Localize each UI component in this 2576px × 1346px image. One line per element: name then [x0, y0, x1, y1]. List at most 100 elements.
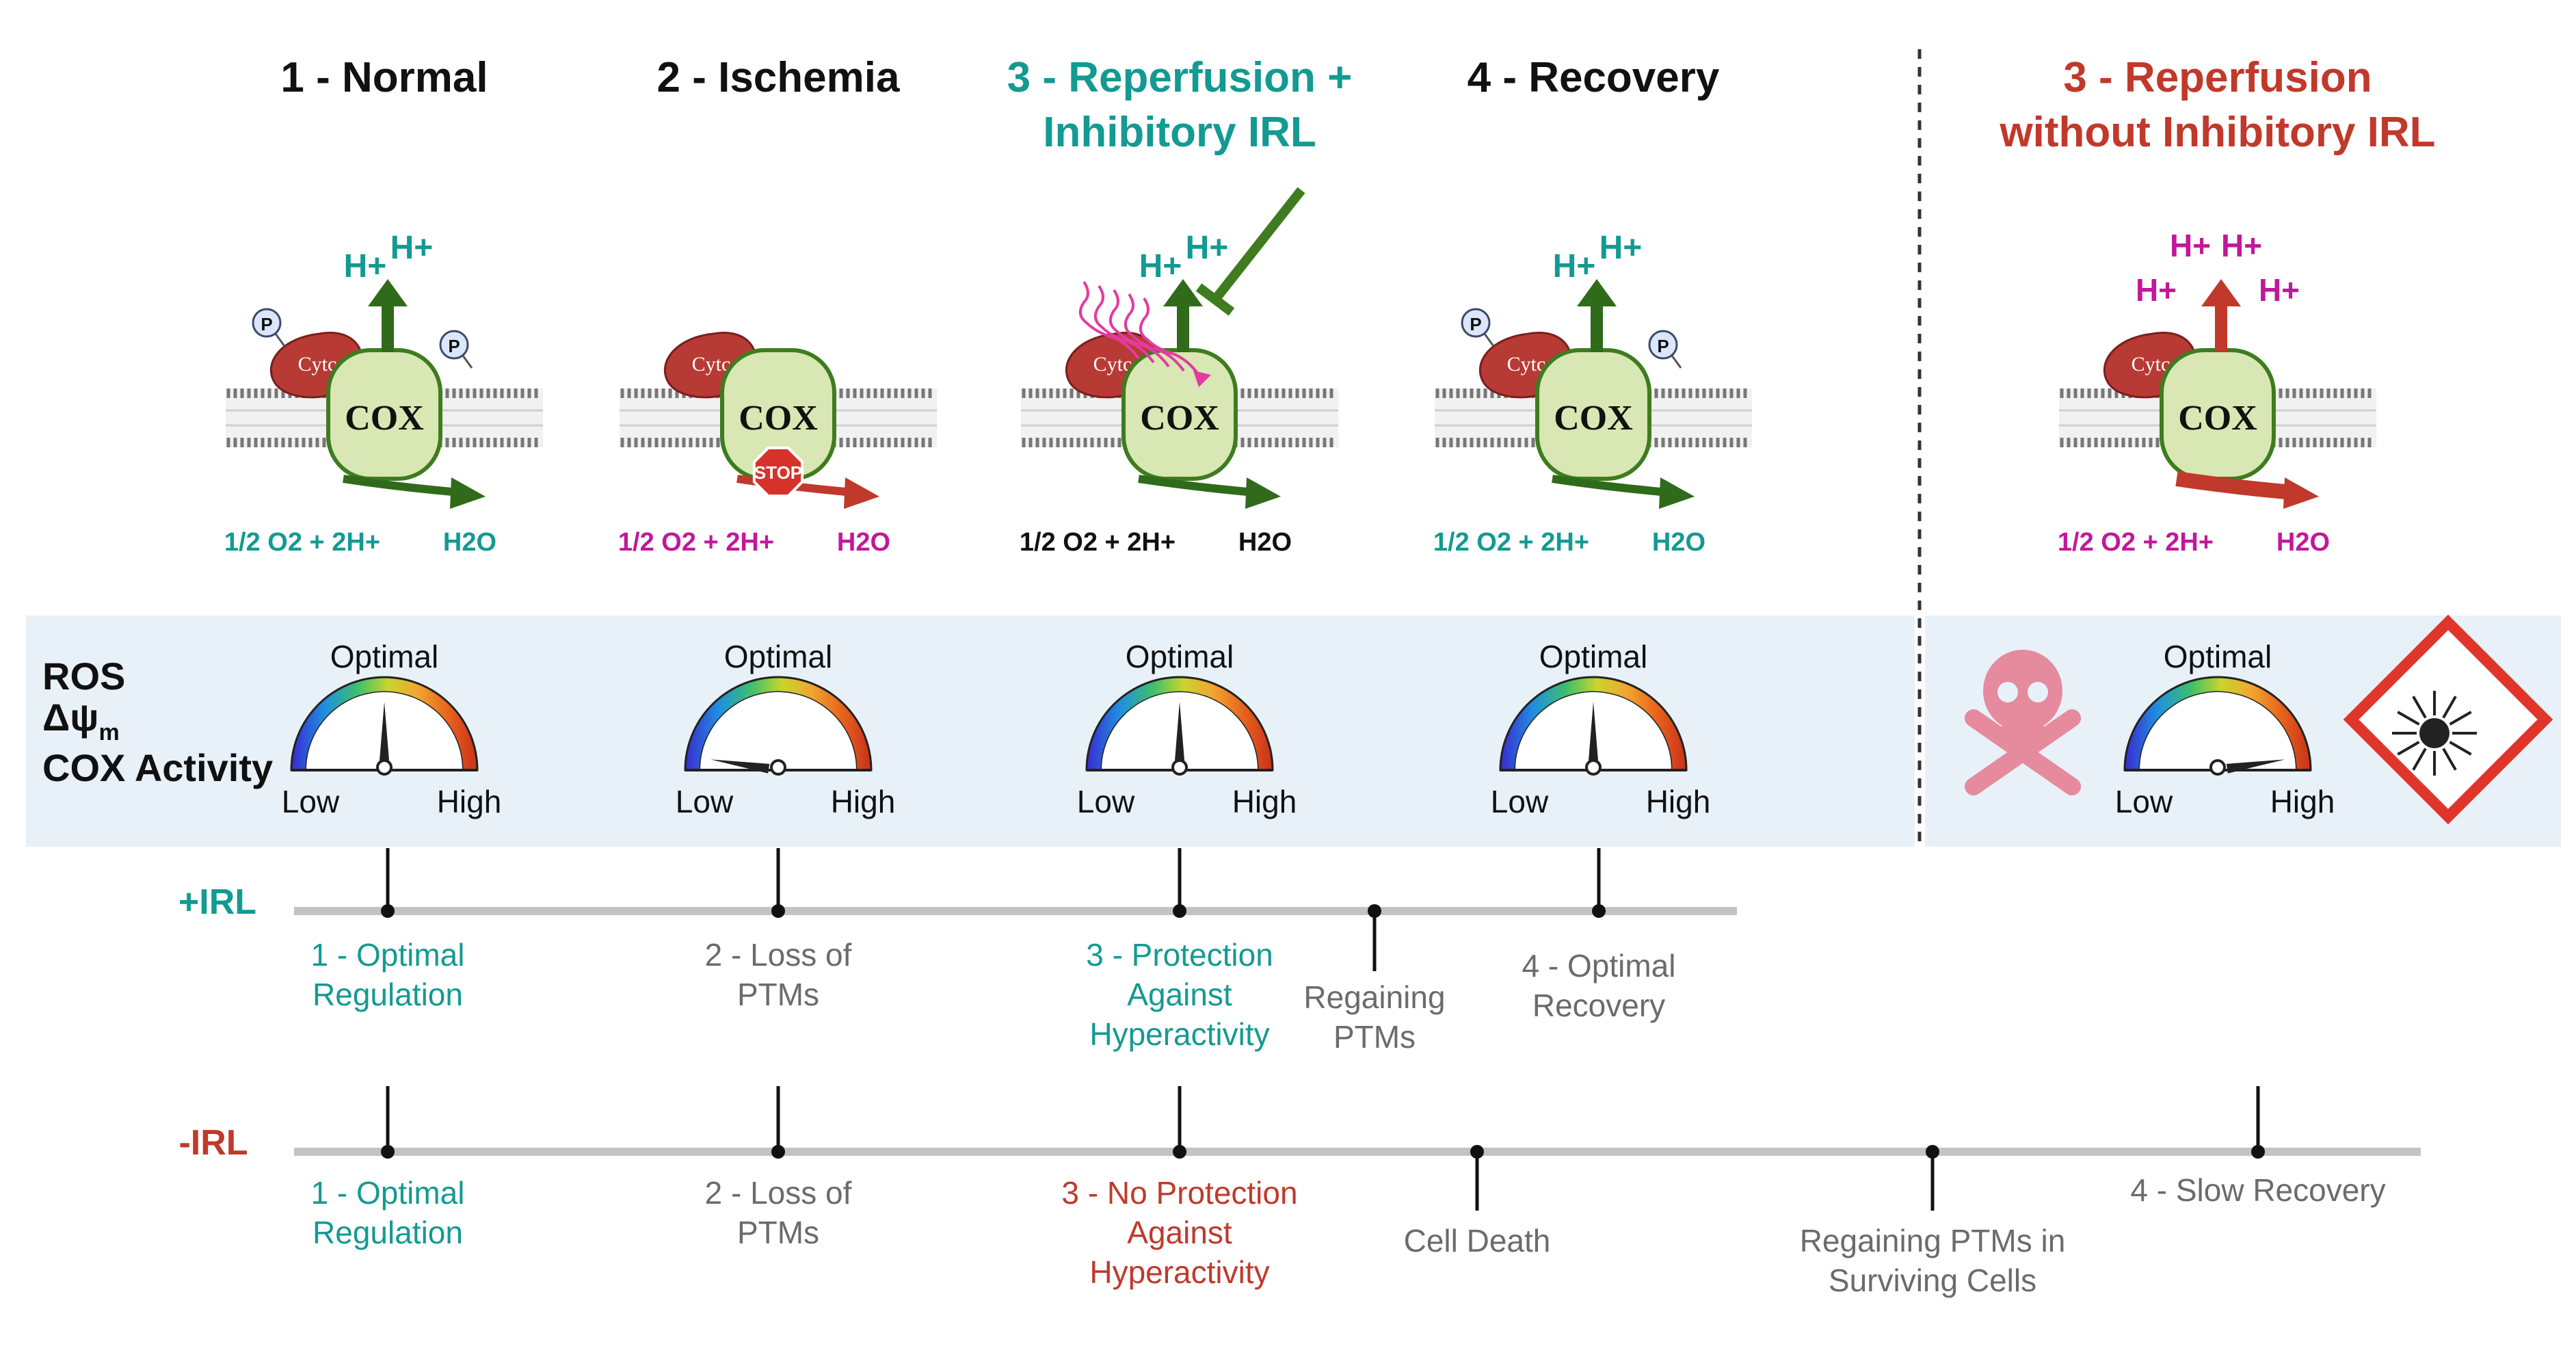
cox-complex: COX [1535, 348, 1651, 481]
panel-title: 3 - Reperfusion + [1007, 54, 1353, 101]
gauge-label-low: Low [1077, 784, 1135, 819]
event-label: 4 - Slow Recovery [2130, 1172, 2385, 1208]
skull [1983, 650, 2062, 732]
cox-complex: COX [326, 348, 442, 481]
event-dot [771, 904, 785, 918]
electron-flow-arrowhead [1659, 477, 1695, 509]
proton-label: H+ [1599, 230, 1643, 266]
inhibitor-bar [1195, 283, 1235, 316]
event-dot [1592, 904, 1606, 918]
explosion-ray [2412, 696, 2427, 719]
crossbone [1965, 709, 2081, 795]
event-label: 2 - Loss of [705, 1175, 852, 1211]
event-dot [381, 904, 395, 918]
cytc-label: Cytc [1093, 353, 1132, 375]
proton-arrow-head [368, 279, 408, 306]
event-label: 4 - Optimal [1522, 948, 1676, 984]
gauge-hub [770, 759, 786, 776]
gauge-label-optimal: Optimal [2164, 639, 2272, 674]
proton-label: H+ [1139, 248, 1182, 285]
event-label: Regaining PTMs in [1800, 1223, 2066, 1258]
gauge-label-high: High [1232, 784, 1297, 819]
timeline-event: 4 - Slow Recovery [2130, 1086, 2386, 1208]
explosion-core [2419, 718, 2449, 748]
gauge-face [700, 692, 856, 770]
explosive-hazard-icon [2343, 614, 2553, 825]
proton-arrow-head [1163, 279, 1203, 306]
event-dot [1368, 904, 1381, 918]
panel-title: 3 - Reperfusion [2063, 54, 2372, 101]
event-label: 2 - Loss of [705, 937, 852, 973]
panel-title: 1 - Normal [280, 54, 488, 101]
electron-flow-arrowhead [2283, 477, 2319, 509]
stop-sign-label: STOP [754, 462, 802, 483]
panel-title: 4 - Recovery [1468, 54, 1720, 101]
skull-eye [1997, 682, 2018, 702]
gauge-hub [1585, 759, 1602, 776]
ros-waves-icon [1078, 280, 1211, 387]
row-label-2: COX Activity [42, 746, 273, 789]
reaction-product: H2O [443, 528, 496, 557]
explosion-ray [2449, 741, 2472, 756]
phospho-label: P [1657, 336, 1669, 356]
event-dot [1173, 904, 1186, 918]
event-label: Against [1127, 1215, 1232, 1250]
event-label: Hyperactivity [1089, 1016, 1269, 1052]
electron-flow-arrow [1138, 475, 1256, 497]
event-label: PTMs [737, 1215, 819, 1250]
event-label: 3 - Protection [1086, 937, 1273, 973]
ros-wave [1093, 285, 1155, 364]
reaction-reactants: 1/2 O2 + 2H+ [1433, 528, 1589, 557]
stop-sign-icon [752, 446, 804, 498]
row-label-subscript: m [98, 720, 119, 745]
proton-label: H+ [2136, 272, 2177, 308]
panel-3: 3 - Reperfusion +Inhibitory IRLCytcCOXH+… [1007, 54, 1353, 819]
proton-arrow-head [1577, 279, 1617, 306]
event-label: Surviving Cells [1829, 1263, 2036, 1298]
proton-label: H+ [2170, 228, 2211, 263]
event-label: PTMs [737, 977, 819, 1012]
timeline-event: 2 - Loss of PTMs [705, 848, 852, 1012]
gauge-face [2140, 692, 2296, 770]
skull-jaw [2001, 724, 2045, 747]
cox-complex: COX [2160, 348, 2276, 481]
gauge-label-high: High [437, 784, 502, 819]
electron-flow-arrow [343, 475, 460, 497]
skull-crossbones-icon [1965, 650, 2081, 795]
gauge-needle [1175, 702, 1184, 761]
electron-flow-arrowhead [844, 477, 879, 509]
timeline-label: -IRL [178, 1123, 248, 1163]
event-dot [1926, 1145, 1939, 1159]
explosion-ray [2397, 711, 2420, 726]
gauge-hub [2209, 759, 2226, 776]
electron-flow-arrow [1552, 475, 1669, 497]
ros-wave [1124, 293, 1185, 372]
reaction-reactants: 1/2 O2 + 2H+ [618, 528, 774, 557]
reaction-product: H2O [1652, 528, 1705, 557]
cox-complex: COX [720, 348, 836, 481]
event-dot [2251, 1145, 2265, 1159]
reaction-product: H2O [2276, 528, 2330, 557]
phospho-group [1461, 308, 1491, 338]
proton-label: H+ [2259, 272, 2300, 308]
gauge-label-high: High [831, 784, 896, 819]
gauge-label-optimal: Optimal [724, 639, 832, 674]
event-dot [771, 1145, 785, 1159]
phospho-group [439, 330, 469, 360]
ros-wave [1078, 280, 1140, 360]
proton-label: H+ [1553, 248, 1596, 285]
gauge-label-optimal: Optimal [330, 639, 438, 674]
row-label-0: ROS [42, 655, 125, 698]
